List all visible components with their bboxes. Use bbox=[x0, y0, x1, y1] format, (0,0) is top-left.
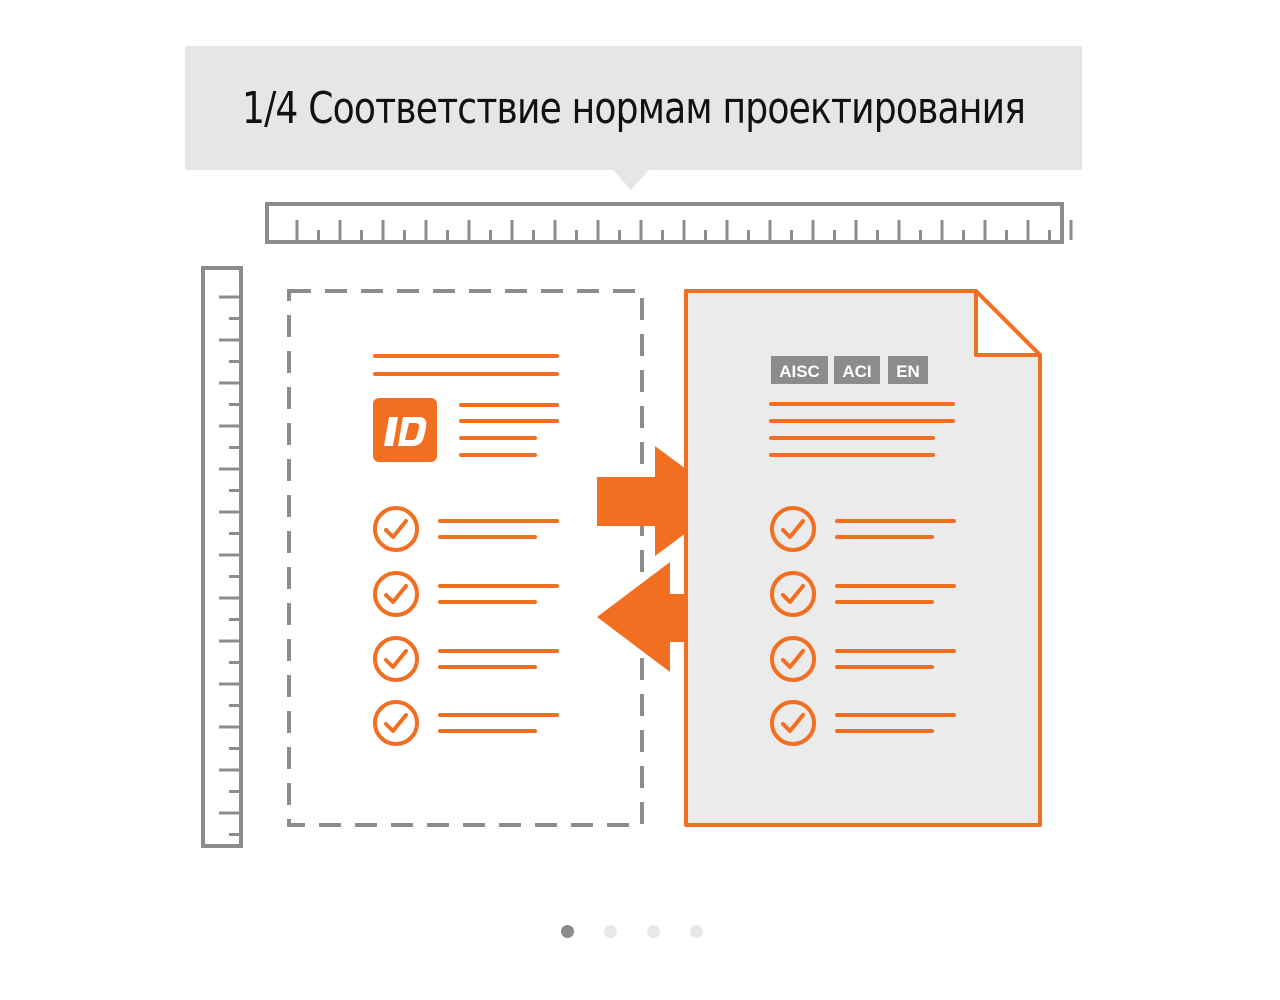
code-tag-label: AISC bbox=[779, 362, 820, 381]
check-row bbox=[770, 636, 956, 682]
vertical-ruler bbox=[201, 266, 243, 848]
horizontal-ruler bbox=[265, 202, 1073, 244]
design-code-document: AISC ACI EN bbox=[684, 289, 1042, 827]
sync-right-arrow-icon bbox=[597, 446, 729, 556]
pagination-dot-1[interactable] bbox=[561, 925, 574, 938]
check-circle-icon bbox=[770, 700, 816, 746]
code-tag-aci: ACI bbox=[834, 356, 880, 384]
code-tag-label: EN bbox=[896, 362, 920, 381]
check-row bbox=[770, 571, 956, 617]
check-circle-icon bbox=[373, 636, 419, 682]
check-circle-icon bbox=[770, 506, 816, 552]
check-circle-icon bbox=[770, 571, 816, 617]
code-tag-label: ACI bbox=[842, 362, 871, 381]
check-row bbox=[373, 571, 559, 617]
code-tag-aisc: AISC bbox=[771, 356, 828, 384]
pagination-dot-2[interactable] bbox=[604, 925, 617, 938]
code-tag-en: EN bbox=[888, 356, 928, 384]
model-card: ID bbox=[287, 289, 644, 827]
check-circle-icon bbox=[373, 571, 419, 617]
page-fold-icon bbox=[974, 289, 1042, 357]
pagination-dot-4[interactable] bbox=[690, 925, 703, 938]
app-logo-icon: ID bbox=[373, 398, 437, 462]
slide-title: 1/4 Соответствие нормам проектирования bbox=[241, 82, 1026, 134]
check-row bbox=[373, 506, 559, 552]
check-circle-icon bbox=[373, 506, 419, 552]
check-row bbox=[373, 700, 559, 746]
check-row bbox=[770, 506, 956, 552]
slide-header: 1/4 Соответствие нормам проектирования bbox=[185, 46, 1082, 170]
sync-left-arrow-icon bbox=[597, 562, 729, 672]
check-row bbox=[373, 636, 559, 682]
check-circle-icon bbox=[373, 700, 419, 746]
check-circle-icon bbox=[770, 636, 816, 682]
header-pointer bbox=[613, 170, 649, 190]
pagination-dot-3[interactable] bbox=[647, 925, 660, 938]
check-row bbox=[770, 700, 956, 746]
